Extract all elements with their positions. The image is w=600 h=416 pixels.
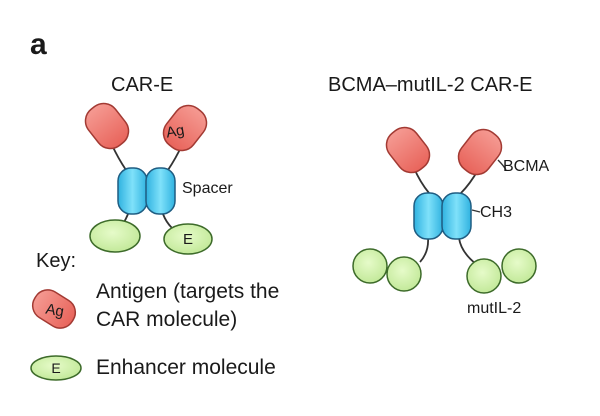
bcma-mutil2-car-e-title: BCMA–mutIL-2 CAR-E bbox=[328, 74, 533, 96]
car-e-title: CAR-E bbox=[111, 74, 174, 96]
bcma-domain-right bbox=[457, 128, 503, 176]
car-e-ag-label: Ag bbox=[165, 122, 186, 142]
mutil2-left-pair bbox=[352, 248, 422, 292]
ch3-pointer-line bbox=[471, 209, 481, 213]
key-antigen-symbol bbox=[31, 289, 77, 329]
car-e-antigen-left bbox=[84, 102, 130, 150]
key-ag-label: Ag bbox=[44, 301, 65, 321]
spacer-label: Spacer bbox=[182, 180, 233, 197]
bcma-domain-left bbox=[385, 126, 431, 174]
car-e-enhancer-left bbox=[89, 219, 141, 253]
bcma-label: BCMA bbox=[503, 158, 550, 175]
key-antigen-line1: Antigen (targets the bbox=[96, 280, 280, 303]
ch3-label: CH3 bbox=[480, 204, 513, 221]
mutil2-right-pair bbox=[466, 248, 537, 294]
ch3-domain bbox=[413, 192, 472, 240]
key-enhancer-symbol bbox=[30, 355, 82, 381]
bcma-pointer-line bbox=[497, 159, 507, 171]
bcma-mutil2-molecule bbox=[352, 126, 537, 294]
car-e-e-label: E bbox=[183, 231, 193, 248]
key-enhancer-text: Enhancer molecule bbox=[96, 356, 276, 379]
car-e-enhancer-right bbox=[163, 223, 213, 255]
mutil2-label: mutIL-2 bbox=[467, 300, 522, 317]
car-e-antigen-right bbox=[162, 104, 208, 152]
car-e-spacer bbox=[117, 167, 176, 215]
key-e-label: E bbox=[51, 360, 60, 376]
panel-letter: a bbox=[30, 28, 47, 61]
key-title: Key: bbox=[36, 250, 77, 272]
car-e-molecule bbox=[84, 102, 213, 255]
key-antigen-line2: CAR molecule) bbox=[96, 308, 238, 331]
